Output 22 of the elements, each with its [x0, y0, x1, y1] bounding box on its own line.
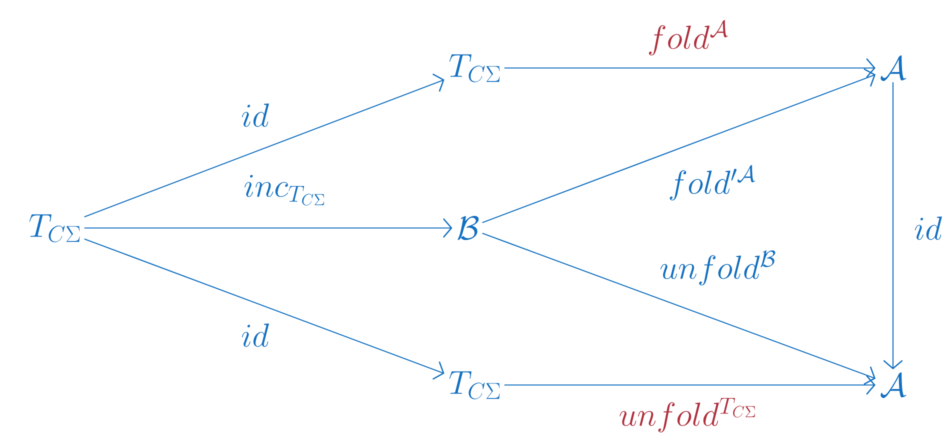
edge-label: $fold'^{\mathcal{A}}$: [666, 164, 758, 202]
arrow: [482, 232, 876, 385]
arrow: [482, 68, 876, 224]
arrow: [883, 82, 903, 370]
arrow: [84, 238, 444, 380]
edge-label: $id$: [240, 322, 270, 348]
edge-label: $inc_{T_{C\Sigma}}$: [242, 174, 328, 206]
object-label: $\mathcal{A}$: [880, 372, 906, 398]
object-label: $T_{C\Sigma}$: [449, 371, 500, 400]
edge-label: $unfold^{\mathcal{B}}$: [658, 250, 778, 286]
object-label: $T_{C\Sigma}$: [449, 54, 500, 82]
object-label: $\mathcal{A}$: [880, 55, 906, 81]
arrow: [504, 375, 876, 395]
arrow: [84, 218, 452, 238]
edge-label: $id$: [240, 102, 270, 128]
edge-label: $fold^{\mathcal{A}}$: [646, 20, 730, 56]
edge-label: $id$: [912, 215, 944, 241]
arrow: [504, 58, 876, 78]
edge-label: $unfold^{T_{C\Sigma}}$: [617, 396, 759, 434]
arrow: [84, 74, 444, 218]
object-label: $T_{C\Sigma}$: [29, 214, 80, 242]
object-label: $\mathcal{B}$: [458, 216, 479, 240]
